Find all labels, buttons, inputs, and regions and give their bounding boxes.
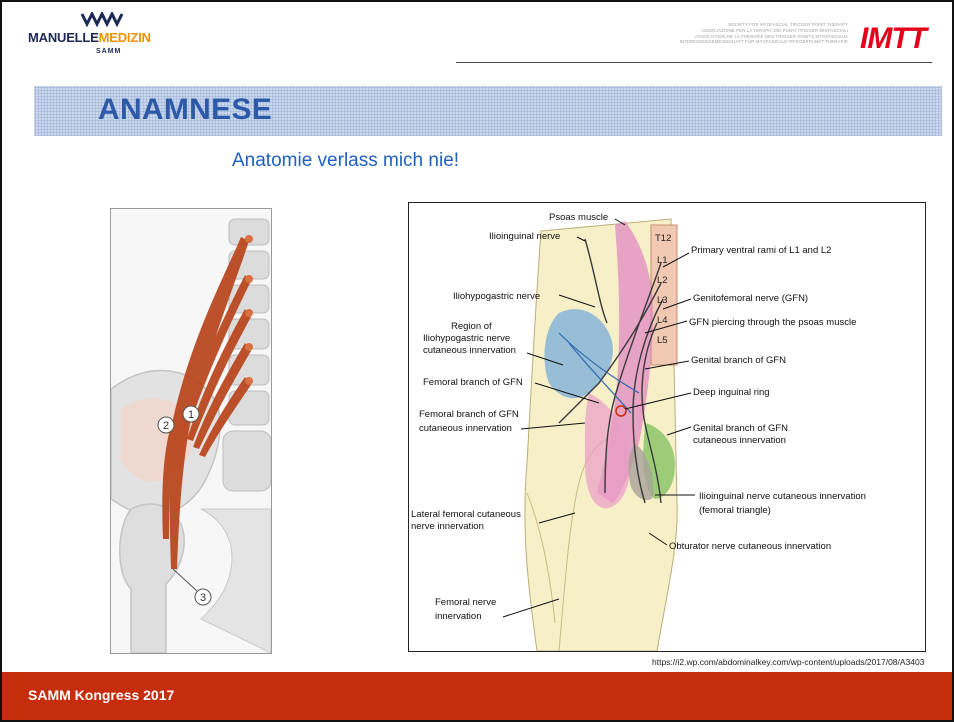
marker-2: 2 <box>163 420 169 432</box>
vertebra-label: T12 <box>655 233 671 244</box>
logo-word-accent: MEDIZIN <box>99 30 151 45</box>
psoas-illustration: 1 2 3 <box>111 209 271 653</box>
slide-subtitle: Anatomie verlass mich nie! <box>232 150 459 172</box>
imtt-logo: IMTT <box>860 24 926 54</box>
nerve-innervation-figure: T12 L1 L2 L3 L4 L5 <box>408 202 926 652</box>
label-gfn: Genitofemoral nerve (GFN) <box>693 293 808 304</box>
label-genital-cutaneous: cutaneous innervation <box>693 435 786 446</box>
label-region: Iliohypogastric nerve <box>423 333 510 344</box>
label-region: cutaneous innervation <box>423 345 516 356</box>
label-gfn-piercing: GFN piercing through the psoas muscle <box>689 317 856 328</box>
footer-bar: SAMM Kongress 2017 <box>2 672 952 720</box>
label-ilioinguinal: Ilioinguinal nerve <box>489 231 560 242</box>
label-genital-branch: Genital branch of GFN <box>691 355 786 366</box>
label-lateral-femoral: nerve innervation <box>411 521 484 532</box>
logo-word-main: MANUELLE <box>28 30 99 45</box>
marker-3: 3 <box>200 592 206 604</box>
society-names: SOCIETY FOR MYOFASCIAL TRIGGER POINT THE… <box>622 22 848 45</box>
label-ilioinguinal-cutaneous: Ilioinguinal nerve cutaneous innervation <box>699 491 866 502</box>
label-psoas: Psoas muscle <box>549 212 608 223</box>
vertebra-label: L2 <box>657 275 668 286</box>
vertebra-label: L3 <box>657 295 668 306</box>
footer-text: SAMM Kongress 2017 <box>28 687 174 703</box>
label-lateral-femoral: Lateral femoral cutaneous <box>411 509 521 520</box>
manuelle-medizin-logo: MANUELLEMEDIZIN SAMM <box>28 12 198 64</box>
label-femoral-branch: Femoral branch of GFN <box>423 377 523 388</box>
vertebra-label: L5 <box>657 335 668 346</box>
label-iliohypogastric: Iliohypogastric nerve <box>453 291 540 302</box>
logo-mark-icon <box>80 12 126 28</box>
label-femoral-cutaneous: Femoral branch of GFN <box>419 409 519 420</box>
marker-1: 1 <box>188 409 194 421</box>
logo-sub: SAMM <box>96 48 121 55</box>
vertebra-label: L1 <box>657 255 668 266</box>
label-region: Region of <box>451 321 492 332</box>
slide-title: ANAMNESE <box>98 93 272 127</box>
label-obturator: Obturator nerve cutaneous innervation <box>669 541 831 552</box>
label-ilioinguinal-cutaneous: (femoral triangle) <box>699 505 771 516</box>
label-femoral-nerve: Femoral nerve <box>435 597 496 608</box>
header-divider <box>456 62 932 63</box>
vertebra-label: L4 <box>657 315 668 326</box>
source-url: https://i2.wp.com/abdominalkey.com/wp-co… <box>652 657 924 667</box>
label-primary-rami: Primary ventral rami of L1 and L2 <box>691 245 831 256</box>
nerve-diagram: T12 L1 L2 L3 L4 L5 <box>409 203 925 651</box>
label-femoral-cutaneous: cutaneous innervation <box>419 423 512 434</box>
society-line: INTERESSENGEMEINSCHAFT FÜR MYOFASZIALE T… <box>622 39 848 45</box>
label-femoral-nerve: innervation <box>435 611 481 622</box>
label-deep-ring: Deep inguinal ring <box>693 387 770 398</box>
label-genital-cutaneous: Genital branch of GFN <box>693 423 788 434</box>
psoas-anatomy-figure: 1 2 3 <box>110 208 272 654</box>
